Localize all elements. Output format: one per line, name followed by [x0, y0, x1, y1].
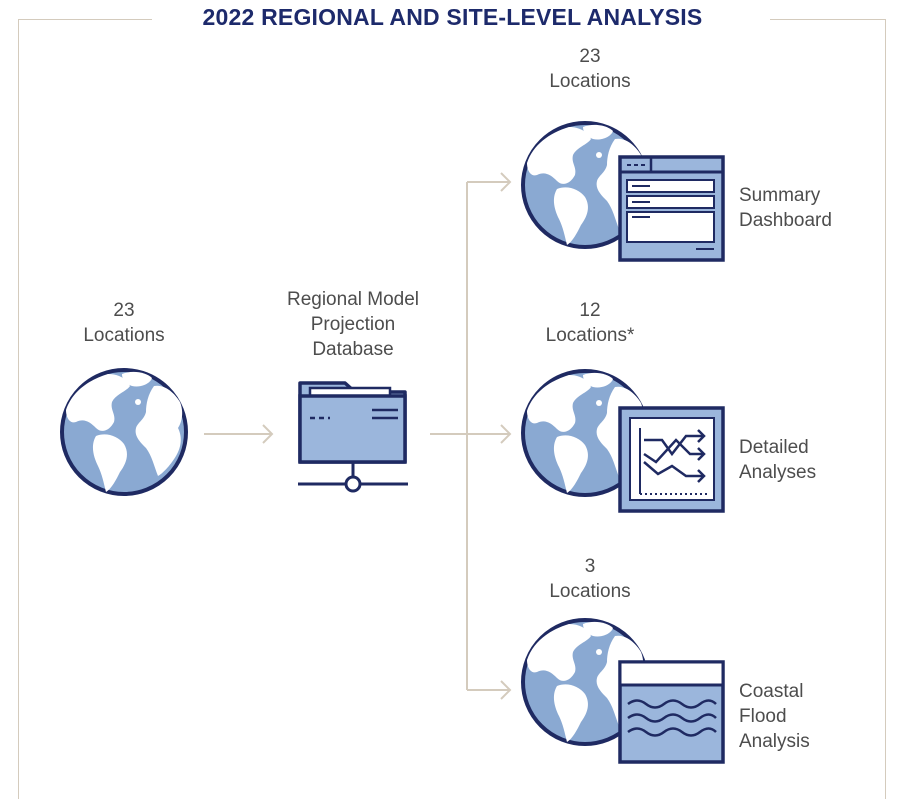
database-label-line3: Database	[312, 339, 394, 360]
coastal-count: 3	[584, 556, 596, 577]
arrowhead-coastal	[500, 680, 512, 700]
coastal-label-line3: Analysis	[739, 731, 810, 752]
diagram-title: 2022 REGIONAL AND SITE-LEVEL ANALYSIS	[202, 4, 703, 30]
summary-label-line2: Dashboard	[739, 210, 832, 231]
title-rule-left	[18, 19, 152, 20]
dashboard-window-icon	[618, 155, 725, 262]
detailed-count: 12	[579, 300, 601, 321]
diagram-frame	[18, 19, 886, 799]
trend-chart-icon	[618, 406, 725, 513]
coastal-unit: Locations	[549, 581, 631, 602]
coastal-label-line1: Coastal	[739, 681, 804, 702]
title-rule-right	[770, 19, 886, 20]
detailed-unit: Locations*	[545, 325, 635, 346]
flood-waves-icon	[618, 660, 725, 764]
database-folder-icon	[298, 381, 408, 493]
database-label-line1: Regional Model	[286, 289, 420, 310]
detailed-label-line2: Analyses	[739, 462, 817, 483]
database-label-line2: Projection	[310, 314, 396, 335]
summary-unit: Locations	[549, 71, 631, 92]
input-globe-icon	[60, 368, 188, 496]
connector-lines	[204, 172, 512, 700]
coastal-label-line2: Flood	[739, 706, 787, 727]
diagram-graphics	[60, 121, 725, 764]
input-count: 23	[113, 300, 135, 321]
detailed-label-line1: Detailed	[739, 437, 809, 458]
arrowhead-db	[262, 424, 274, 444]
arrowhead-summary	[500, 172, 512, 192]
input-unit: Locations	[83, 325, 165, 346]
arrowhead-detailed	[500, 424, 512, 444]
summary-label-line1: Summary	[739, 185, 821, 206]
summary-count: 23	[579, 46, 601, 67]
